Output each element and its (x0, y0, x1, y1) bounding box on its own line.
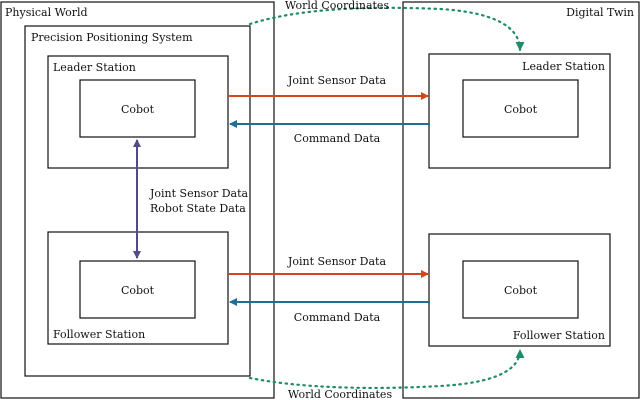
digital-follower-station-label: Follower Station (513, 329, 605, 342)
digital-twin-title: Digital Twin (566, 6, 634, 19)
physical-leader-cobot (79, 79, 196, 138)
physical-leader-cobot-label: Cobot (121, 103, 155, 116)
physical-leader-station-label: Leader Station (53, 61, 136, 74)
bottom-command-label: Command Data (294, 311, 381, 324)
link-label-robot-state: Robot State Data (150, 202, 246, 215)
digital-leader-station-label: Leader Station (522, 60, 605, 73)
world-coordinates-top-label: World Coordinates (285, 0, 390, 12)
digital-leader-cobot-label: Cobot (504, 103, 538, 116)
physical-world-title: Physical World (5, 6, 88, 19)
digital-follower-cobot-label: Cobot (504, 284, 538, 297)
digital-follower-station (428, 233, 611, 347)
bottom-sensor-label: Joint Sensor Data (287, 255, 387, 268)
world-coordinates-bottom-arrow (248, 348, 525, 390)
link-label-joint-sensor: Joint Sensor Data (149, 187, 249, 200)
world-coordinates-bottom-label: World Coordinates (288, 388, 393, 400)
positioning-system-title: Precision Positioning System (31, 31, 193, 44)
top-sensor-label: Joint Sensor Data (287, 74, 387, 87)
world-coordinates-top-arrow (248, 6, 525, 52)
digital-leader-cobot (462, 79, 579, 138)
physical-follower-station-label: Follower Station (53, 328, 145, 341)
top-command-label: Command Data (294, 132, 381, 145)
positioning-system-box (24, 25, 251, 377)
digital-follower-cobot (462, 260, 579, 319)
digital-twin-box (402, 1, 640, 399)
physical-follower-cobot-label: Cobot (121, 284, 155, 297)
physical-follower-cobot (79, 260, 196, 319)
physical-world-box (0, 1, 275, 399)
digital-leader-station (428, 53, 611, 169)
